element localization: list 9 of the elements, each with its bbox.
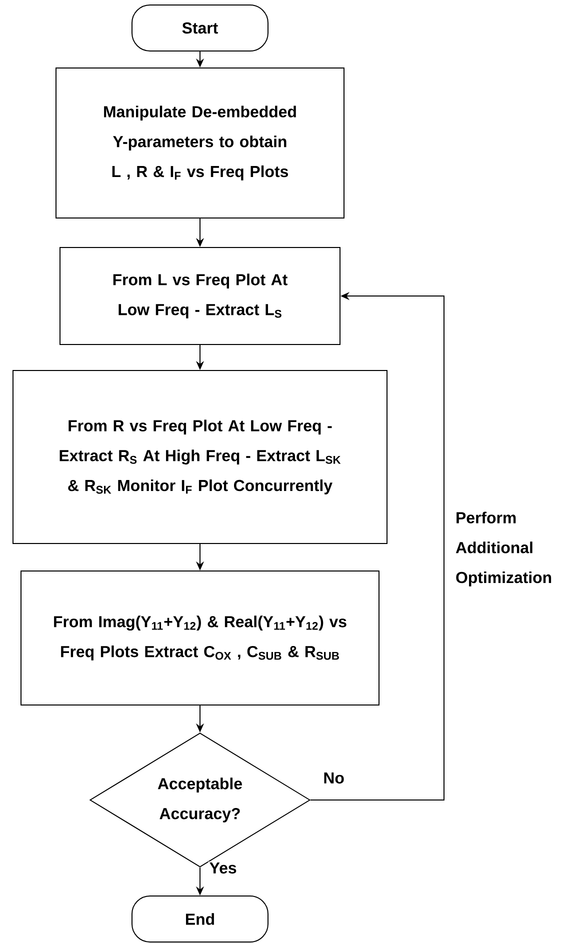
process-box: From R vs Freq Plot At Low Freq - Extract R$_{S}$ At High Freq - Extract L$_{SK}$ & R$_{SK}$ Monitor I$_{F}$ Plot Concurrently [12, 370, 388, 544]
process-box: Manipulate De-embedded Y-parameters to obtain L , R & I$_{F}$ vs Freq Plots [56, 68, 344, 218]
edge-label: No [322, 771, 346, 785]
terminal-box: End [132, 896, 268, 942]
note-text: Perform Additional Optimization [456, 512, 552, 586]
process-box: From L vs Freq Plot At Low Freq - Extract L$_{S}$ [60, 247, 340, 345]
terminal-box: Start [132, 4, 268, 52]
edge-label: Yes [208, 861, 238, 875]
process-box: From Imag(Y$_{11}$+Y$_{12}$) & Real(Y$_{11}$+Y$_{12}$) vs Freq Plots Extract C$_{OX}$ , C$_{SUB}$ & R$_{SUB}$ [20, 570, 380, 706]
